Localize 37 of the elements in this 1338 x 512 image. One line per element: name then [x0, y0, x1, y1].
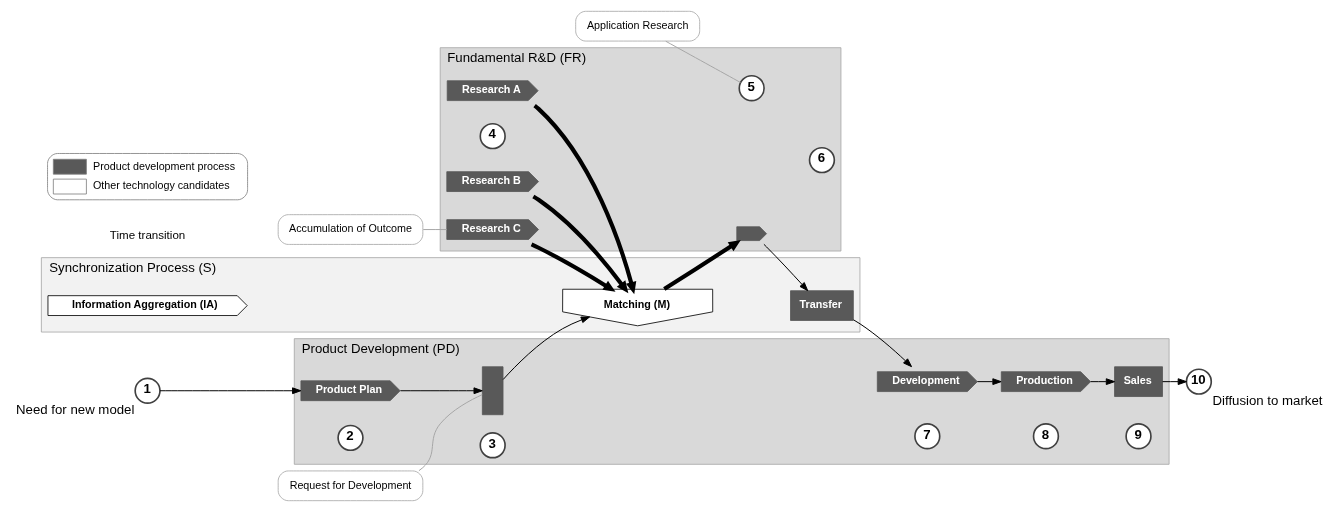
node-circle: 8	[1032, 423, 1059, 450]
arrow	[852, 319, 912, 368]
node-box	[735, 226, 767, 241]
node-box: Transfer	[789, 290, 854, 321]
arrow	[1161, 378, 1187, 386]
arrow	[531, 194, 628, 294]
legend-label: Other technology candidates	[92, 179, 230, 192]
connector	[422, 229, 447, 231]
node-circle: 6	[808, 146, 835, 174]
connector	[664, 40, 741, 83]
arrow	[1089, 378, 1115, 386]
node-bar	[481, 366, 503, 416]
arrow	[532, 104, 636, 295]
node-circle: 3	[478, 432, 506, 459]
node-label: Diffusion to market	[1212, 392, 1322, 408]
node-label: Need for new model	[15, 401, 134, 417]
node-circle: 5	[737, 74, 765, 102]
arrow	[159, 387, 301, 395]
arrow	[662, 240, 741, 291]
legend-label: Product development process	[92, 159, 235, 172]
node-box: Application Research	[574, 10, 700, 42]
node-circle: 4	[478, 122, 506, 150]
node-circle: 9	[1124, 423, 1152, 450]
arrow	[530, 242, 616, 292]
node-circle: 10	[1185, 368, 1212, 395]
label: Time transition	[109, 229, 185, 242]
connector	[417, 394, 483, 472]
arrow	[502, 316, 590, 380]
arrow	[762, 243, 808, 292]
arrow	[976, 378, 1002, 386]
arrow	[399, 387, 483, 395]
node-circle: 2	[336, 424, 364, 452]
node-box: Sales	[1113, 366, 1163, 397]
node-circle: 1	[133, 377, 161, 404]
node-box: Accumulation of Outcome	[277, 214, 423, 245]
node-box: Request for Development	[277, 470, 423, 502]
node-circle: 7	[913, 423, 941, 450]
